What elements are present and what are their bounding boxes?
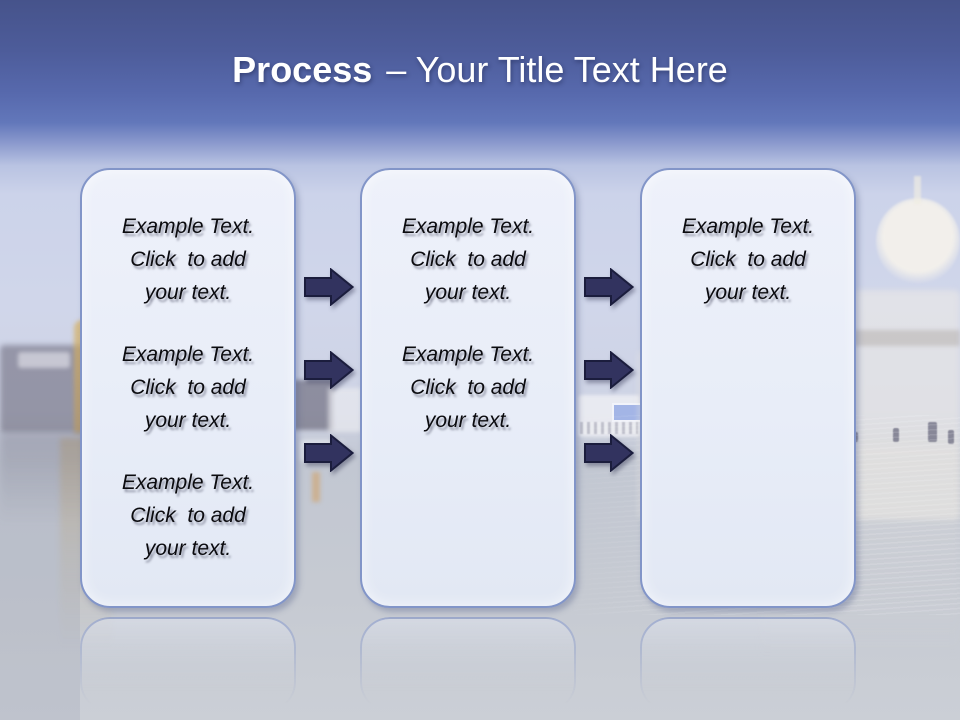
left-water-tint — [0, 430, 80, 720]
placeholder-text[interactable]: Example Text. Click to add your text. — [121, 471, 255, 560]
title-keyword: Process — [232, 49, 373, 90]
temple-dome — [876, 198, 960, 284]
left-boat-shape — [18, 352, 70, 368]
gap1-dark-building — [293, 380, 333, 430]
placeholder-text[interactable]: Example Text. Click to add your text. — [681, 215, 815, 304]
placeholder-text[interactable]: Example Text. Click to add your text. — [401, 215, 535, 304]
arrow-right-icon — [304, 434, 354, 472]
placeholder-text[interactable]: Example Text. Click to add your text. — [401, 343, 535, 432]
gap1-orange-reflection — [312, 472, 320, 502]
arrow-right-icon — [584, 351, 634, 389]
arrow-right-icon — [584, 434, 634, 472]
title-placeholder-text: – Your Title Text Here — [386, 49, 728, 90]
person-silhouette — [928, 422, 937, 442]
gap2-building-stripes — [580, 422, 638, 434]
process-box-2[interactable]: Example Text. Click to add your text. Ex… — [360, 168, 576, 608]
gap1-white-building — [328, 388, 362, 432]
process-box-1[interactable]: Example Text. Click to add your text. Ex… — [80, 168, 296, 608]
temple-spire — [914, 176, 921, 204]
box-1-reflection — [80, 617, 296, 712]
placeholder-text[interactable]: Example Text. Click to add your text. — [121, 343, 255, 432]
box-3-reflection — [640, 617, 856, 712]
person-silhouette — [893, 428, 899, 442]
process-box-3[interactable]: Example Text. Click to add your text. — [640, 168, 856, 608]
arrow-right-icon — [304, 351, 354, 389]
slide-title[interactable]: Process – Your Title Text Here — [0, 50, 960, 90]
arrow-right-icon — [584, 268, 634, 306]
person-silhouette — [948, 430, 954, 444]
arrow-right-icon — [304, 268, 354, 306]
placeholder-text[interactable]: Example Text. Click to add your text. — [121, 215, 255, 304]
box-2-reflection — [360, 617, 576, 712]
